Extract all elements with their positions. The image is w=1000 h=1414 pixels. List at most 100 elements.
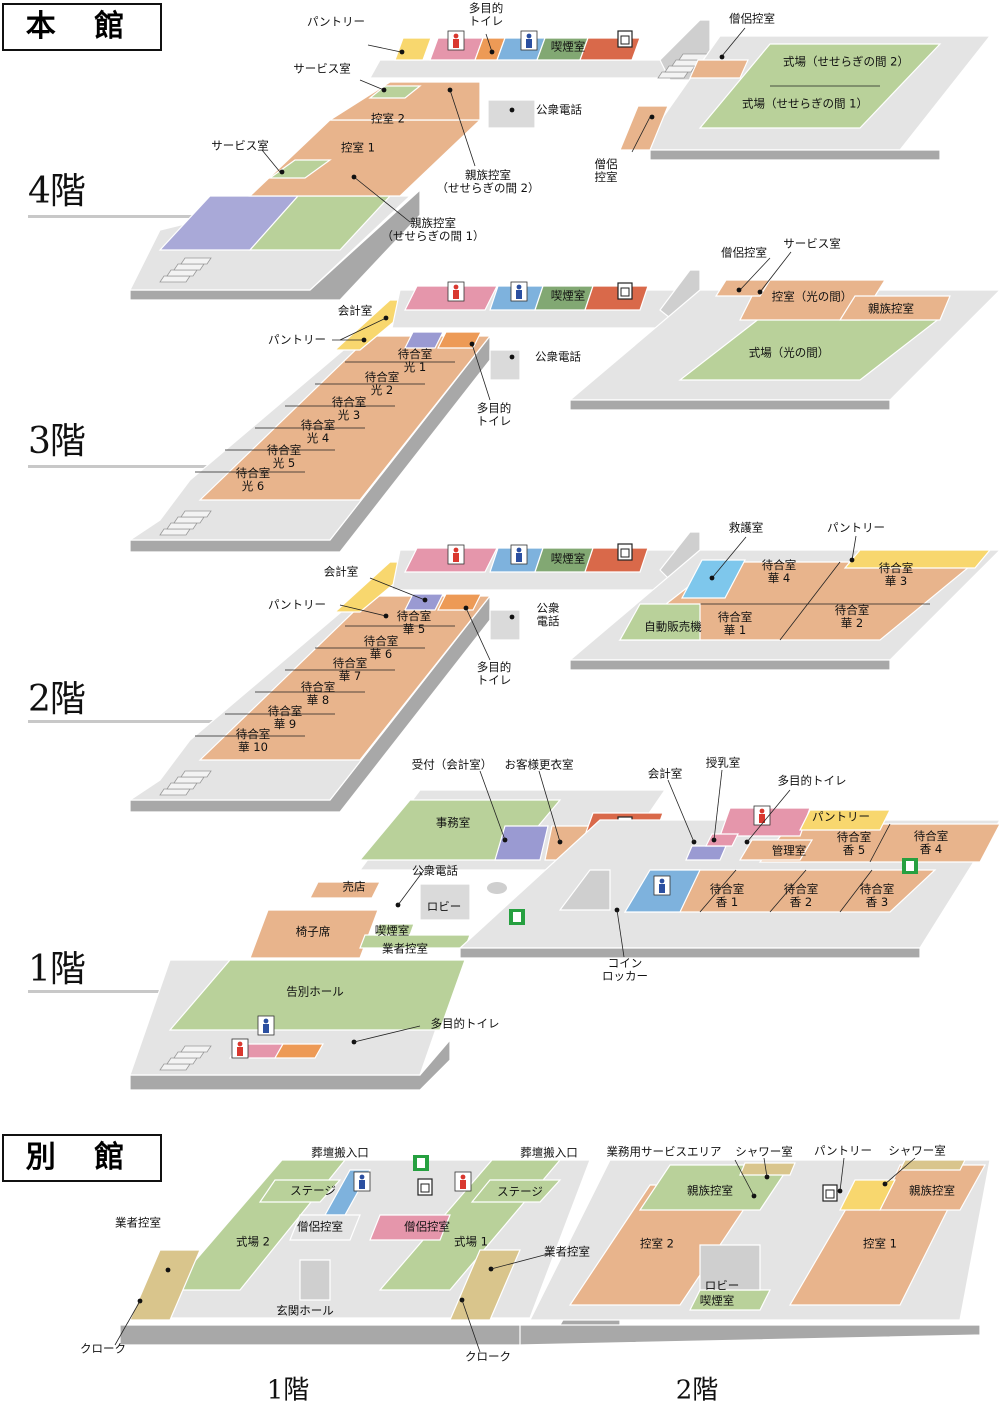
- leader-dot: [422, 597, 428, 603]
- room-label: ロビー: [426, 899, 462, 914]
- floor2-accessible-wc: [437, 593, 482, 611]
- annex2-shower-left: [739, 1162, 796, 1176]
- floor2-elevator-hall: [584, 547, 649, 573]
- leader-line: [353, 176, 411, 223]
- leader-line: [538, 770, 561, 843]
- leader-dot: [509, 614, 515, 620]
- leader-line: [397, 869, 425, 906]
- floor-divider-line: [28, 720, 218, 723]
- floor1-nursing-room: [705, 833, 739, 847]
- room-label: 多目的トイレ: [777, 773, 847, 788]
- room-label: 待合室 光 5: [266, 443, 302, 470]
- leader-line: [490, 1253, 549, 1270]
- floor1-accessible-wc: [273, 1043, 325, 1059]
- floor-divider-line: [28, 990, 218, 993]
- female-restroom-icon-body: [453, 39, 459, 48]
- leader-line: [465, 607, 491, 661]
- annex1-stage-right: [470, 1179, 562, 1203]
- room-label: 待合室 光 4: [300, 418, 336, 445]
- floor4-priest-room: [689, 59, 749, 79]
- leader-line: [763, 1157, 768, 1178]
- main-building-title: 本 館: [2, 3, 162, 51]
- room-label: 喫煙室: [374, 923, 410, 938]
- leader-line: [739, 257, 771, 291]
- leader-line: [667, 779, 695, 843]
- floor-1-label: 1階: [28, 949, 86, 990]
- room-label: 僧侶控室: [729, 11, 775, 26]
- room-label: 待合室 華 5: [396, 609, 432, 636]
- floor2-waiting-rooms: [198, 595, 492, 761]
- annex1-priest-room-right: [369, 1214, 451, 1241]
- floor3-stairs: [180, 510, 212, 518]
- floor3-stairs: [173, 516, 205, 524]
- floor1-accounting: [685, 845, 727, 861]
- room-label: 玄関ホール: [276, 1303, 334, 1318]
- room-label: お客様更衣室: [504, 757, 574, 772]
- leader-line: [485, 33, 493, 53]
- leader-dot: [649, 114, 655, 120]
- floor3-stairs: [159, 528, 191, 536]
- leader-dot: [361, 337, 367, 343]
- annex1-priest-room-left: [289, 1214, 361, 1241]
- leader-dot: [383, 315, 389, 321]
- male-restroom-icon-body: [359, 1180, 365, 1189]
- male-restroom-icon-body: [526, 39, 532, 48]
- room-label: パントリー: [267, 597, 327, 612]
- room-label: 待合室 華 6: [363, 634, 399, 661]
- leader-line: [746, 789, 791, 843]
- floor-3-label: 3階: [28, 421, 86, 462]
- leader-line: [479, 770, 506, 841]
- floor2-stairs: [159, 788, 191, 796]
- floor3-family-room: [838, 295, 951, 321]
- floor-2-label: 2階: [28, 679, 86, 720]
- annex-floor-1-label: 1階: [266, 1375, 310, 1406]
- room-label: 式場 2: [236, 1234, 270, 1249]
- room-label: 業者控室: [544, 1244, 590, 1259]
- annex1-staff-room-right: [449, 1249, 521, 1321]
- leader-dot: [719, 54, 725, 60]
- room-label: 控室 2: [371, 111, 405, 126]
- room-label: 告別ホール: [286, 984, 344, 999]
- floor1-stairs: [159, 1063, 191, 1071]
- female-restroom-icon-body: [460, 1180, 466, 1189]
- floor1-entrance-stairs: [558, 869, 611, 911]
- annex2-pantry: [839, 1179, 896, 1211]
- room-label: 式場（せせらぎの間 1）: [742, 96, 868, 111]
- room-label: パントリー: [811, 809, 871, 824]
- floor2-stairs: [173, 776, 205, 784]
- floor2-pantry: [843, 549, 992, 569]
- leader-dot: [509, 354, 515, 360]
- male-restroom-icon-body: [659, 884, 665, 893]
- room-label: 喫煙室: [550, 39, 586, 54]
- leader-line: [114, 1300, 141, 1346]
- room-label: 控室 1: [863, 1236, 897, 1251]
- elevator-door: [620, 287, 630, 297]
- room-label: 待合室 華 8: [300, 680, 336, 707]
- floor1-chair-seats: [249, 909, 379, 959]
- room-label: 待合室 香 3: [859, 882, 895, 909]
- room-label: 喫煙室: [550, 551, 586, 566]
- female-restroom-icon-body: [453, 553, 459, 562]
- room-label: ステージ: [290, 1183, 336, 1198]
- floor4-stairs-b: [664, 65, 696, 73]
- floor2-room-divider-v: [779, 561, 841, 641]
- room-label: 待合室 華 1: [717, 610, 753, 637]
- annex2-shower-right: [899, 1159, 966, 1171]
- room-label: 親族控室 （せせらぎの間 2）: [436, 168, 540, 195]
- leader-dot: [279, 169, 285, 175]
- male-restroom-icon-body: [263, 1024, 269, 1033]
- leader-dot: [447, 87, 453, 93]
- room-label: 多目的 トイレ: [468, 1, 504, 28]
- leader-line: [449, 89, 476, 167]
- annex-building-title: 別 館: [2, 1134, 162, 1182]
- room-label: クローク: [80, 1341, 126, 1356]
- room-label: 待合室 華 10: [235, 727, 271, 754]
- leader-dot: [469, 341, 475, 347]
- room-label: 待合室 光 6: [235, 466, 271, 493]
- male-restroom-icon-head: [359, 1174, 365, 1180]
- room-label: サービス室: [211, 138, 269, 153]
- room-label: パントリー: [826, 520, 886, 535]
- room-label: シャワー室: [735, 1144, 793, 1159]
- elevator-door: [620, 35, 630, 45]
